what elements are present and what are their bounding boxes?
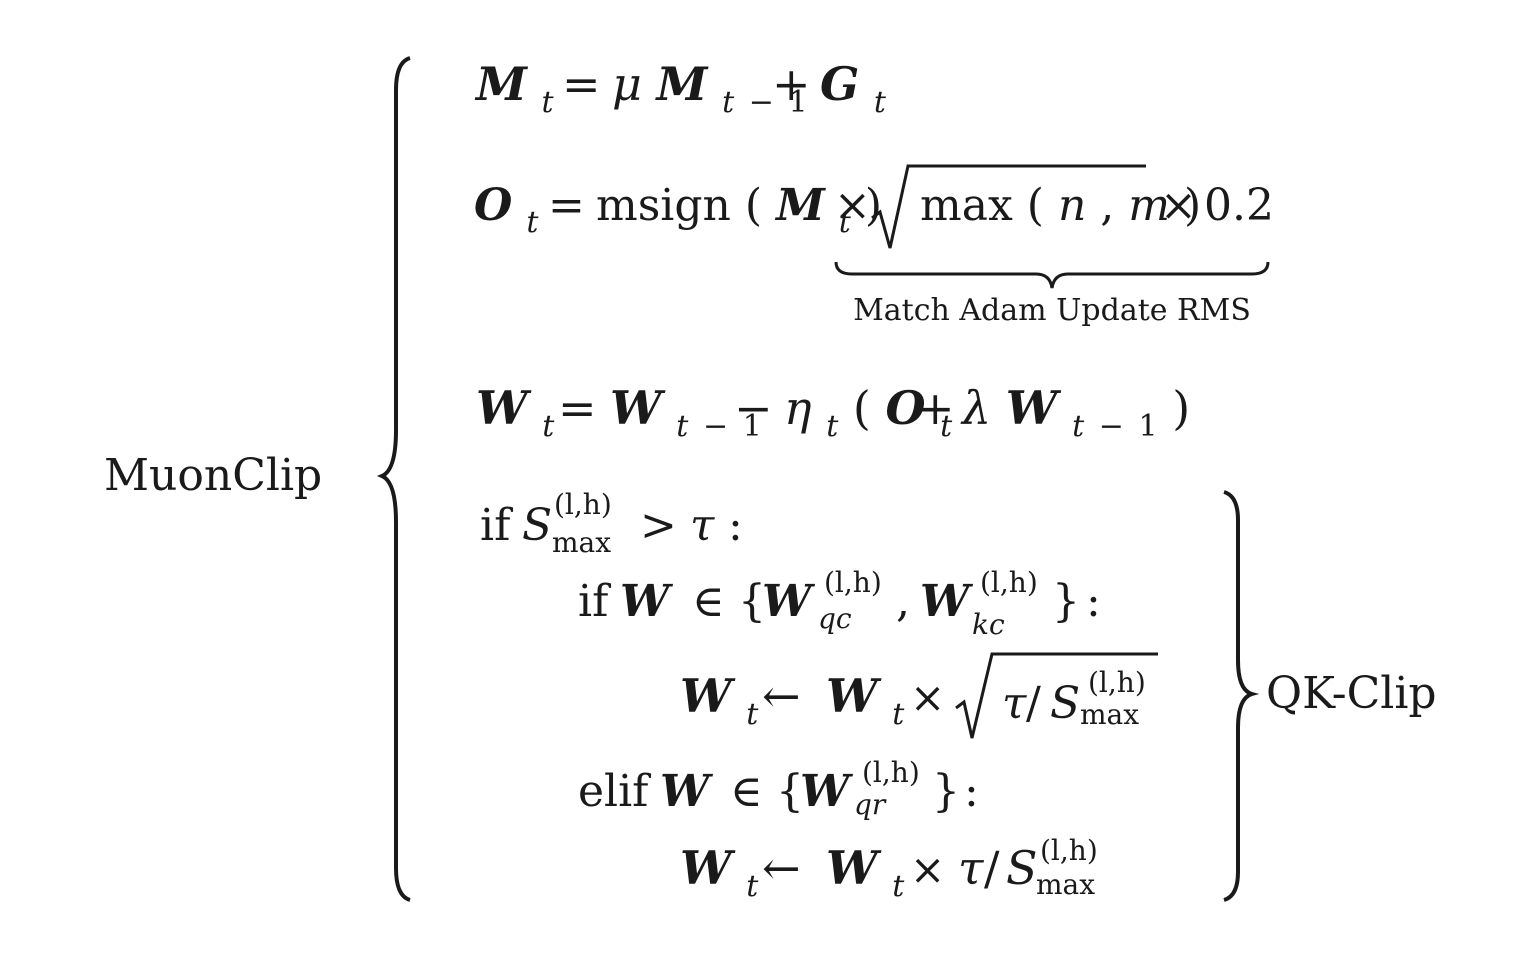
- svg-text:} :: } :: [1052, 576, 1101, 627]
- svg-text:max: max: [1080, 698, 1139, 731]
- qk-clip-condition-line: if S (l,h) max > τ :: [480, 488, 743, 559]
- orthogonal-update-line: O t = msign ( M t ) × max ( n , m ) × 0.…: [474, 164, 1274, 328]
- svg-text:M t = μ: M t = μ M t − 1 + G t: [474, 57, 887, 123]
- left-curly-brace: [376, 56, 411, 902]
- algorithm-name: MuonClip: [104, 450, 322, 501]
- svg-text:qc: qc: [818, 602, 852, 635]
- right-curly-brace: [1223, 490, 1260, 902]
- qk-clip-qr-condition: elif W ∈ { W (l,h) qr } :: [578, 756, 979, 821]
- svg-text:(l,h): (l,h): [1088, 666, 1146, 699]
- sqrt-sign-2: [955, 652, 1158, 739]
- svg-text:if S: if S: [480, 500, 552, 551]
- qk-clip-sqrt-scale: W t ← W t × τ / S (l,h) max: [680, 652, 1158, 739]
- qk-clip-linear-scale: W t ← W t × τ / S (l,h) max: [680, 834, 1098, 907]
- sqrt-sign: [871, 164, 1146, 249]
- svg-text:W t ← W: W t ← W t × τ / S: [680, 841, 1038, 907]
- svg-text:(l,h): (l,h): [862, 756, 920, 789]
- svg-text:W t ← W: W t ← W t ×: [680, 669, 945, 735]
- svg-text:(l,h): (l,h): [554, 488, 612, 521]
- svg-text:W t = W: W t = W t − 1 − η t ( O t + λ W t − 1 ): [476, 381, 1190, 447]
- weight-update-line: W t = W t − 1 − η t ( O t + λ W t − 1 ): [476, 381, 1190, 447]
- underbrace-label: Match Adam Update RMS: [853, 293, 1251, 328]
- svg-text:(l,h): (l,h): [824, 566, 882, 599]
- qk-clip-qc-kc-condition: if W ∈ { W (l,h) qc , W (l,h) kc } :: [578, 566, 1101, 641]
- svg-text:} :: } :: [932, 766, 979, 817]
- svg-text:τ / S: τ / S: [1002, 678, 1080, 729]
- svg-text:O t = msign: O t = msign ( M t ) ×: [474, 180, 896, 243]
- underbrace: [834, 261, 1270, 289]
- svg-text:(l,h): (l,h): [1040, 834, 1098, 867]
- svg-text:max: max: [1036, 868, 1095, 901]
- svg-text:qr: qr: [854, 788, 887, 821]
- svg-text:if W ∈ {: if W ∈ { W: [578, 576, 816, 627]
- svg-text:elif W ∈ {: elif W ∈ { W: [578, 766, 854, 817]
- svg-text:max ( n ,: max ( n , m ) × 0.2: [920, 180, 1274, 231]
- momentum-update-line: M t = μ M t − 1 + G t: [474, 57, 887, 123]
- svg-text:, W: , W: [896, 576, 974, 627]
- svg-text:> τ :: > τ :: [640, 500, 743, 551]
- qk-clip-label: QK-Clip: [1266, 668, 1437, 719]
- svg-text:kc: kc: [972, 608, 1005, 641]
- svg-text:(l,h): (l,h): [980, 566, 1038, 599]
- svg-text:max: max: [552, 526, 611, 559]
